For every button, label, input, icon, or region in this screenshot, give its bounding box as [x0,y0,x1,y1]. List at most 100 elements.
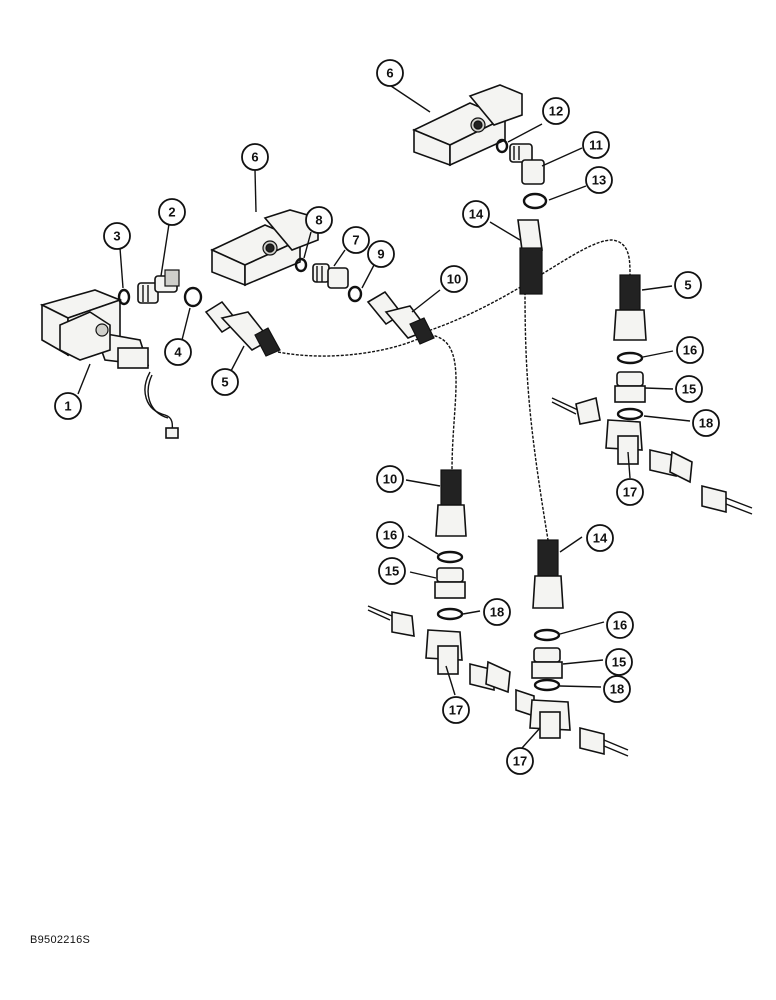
callout-number: 5 [221,375,228,390]
hose-10-main [429,334,457,471]
callout-number: 17 [513,754,527,769]
callout-circle [376,465,404,493]
callout-c7: 7 [342,226,370,254]
callout-number: 16 [613,618,627,633]
callout-c11: 11 [582,131,610,159]
callout-circle [586,524,614,552]
callout-circle [603,675,631,703]
o-ring-part-3 [117,288,131,306]
o-ring-part-18-lower [533,678,561,692]
callout-leaders [77,85,691,749]
callout-circle [376,59,404,87]
callout-c5a: 5 [211,368,239,396]
elbow-fitting-part-11 [509,143,545,185]
o-ring-part-12 [495,138,509,154]
callout-c18c: 18 [603,675,631,703]
callout-c10a: 10 [440,265,468,293]
hose-end-part-5-right [613,274,647,341]
callout-c4: 4 [164,338,192,366]
o-ring-part-8 [294,257,308,273]
o-ring-part-18-middle [436,607,464,621]
callout-c16c: 16 [606,611,634,639]
callout-c15a: 15 [675,375,703,403]
callout-c8: 8 [305,206,333,234]
hose-5-left [277,337,421,357]
manifold-block-part-6-left [210,209,319,287]
hose-10-to-5-right [424,239,631,333]
callout-number: 2 [168,205,175,220]
callout-number: 4 [174,345,182,360]
callout-number: 15 [385,564,399,579]
callout-c16b: 16 [376,521,404,549]
callout-circle [585,166,613,194]
callout-circle [676,336,704,364]
callout-circle [462,200,490,228]
callout-c18b: 18 [483,598,511,626]
connector-part-7 [312,263,349,289]
callout-c2: 2 [158,198,186,226]
callout-c5b: 5 [674,271,702,299]
hose-end-part-5-left [204,300,281,357]
adapter-part-15-lower [531,647,563,679]
callout-circle [367,240,395,268]
callout-circle [376,521,404,549]
callout-number: 11 [589,138,603,153]
solenoid-valve-part-1 [39,289,179,439]
o-ring-part-13 [522,192,548,210]
callout-number: 18 [610,682,624,697]
callout-circle [506,747,534,775]
callout-number: 15 [682,382,696,397]
callout-number: 7 [352,233,359,248]
o-ring-part-16-middle [436,550,464,564]
callout-number: 16 [383,528,397,543]
callout-c1: 1 [54,392,82,420]
callout-c15c: 15 [605,648,633,676]
callout-circle [606,611,634,639]
callout-circle [440,265,468,293]
elbow-fitting-part-2 [137,269,180,304]
o-ring-part-9 [347,285,363,303]
callout-c12: 12 [542,97,570,125]
callout-c3: 3 [103,222,131,250]
tee-fitting-part-17-right [551,396,753,515]
callout-c10b: 10 [376,465,404,493]
adapter-part-15-middle [434,567,466,599]
o-ring-part-18-right [616,407,644,421]
callout-number: 15 [612,655,626,670]
callout-number: 9 [377,247,384,262]
callout-number: 5 [684,278,691,293]
callout-number: 14 [593,531,608,546]
figure-id-caption: B9502216S [30,934,91,946]
hose-end-part-10-lower [435,469,467,537]
callout-number: 1 [64,399,71,414]
hose-end-part-14-lower [532,539,564,609]
callout-number: 18 [490,605,504,620]
callout-number: 6 [251,150,258,165]
callout-number: 6 [386,66,393,81]
callout-circle [164,338,192,366]
callout-circle [54,392,82,420]
callout-c6a: 6 [241,143,269,171]
callout-number: 3 [113,229,120,244]
callout-c13: 13 [585,166,613,194]
callout-number: 17 [449,703,463,718]
callout-c6b: 6 [376,59,404,87]
callout-number: 10 [447,272,461,287]
callout-c17a: 17 [616,478,644,506]
callout-number: 8 [315,213,322,228]
callout-c17b: 17 [442,696,470,724]
manifold-block-part-6-right [412,84,523,167]
callout-circle [241,143,269,171]
tee-fitting-part-17-middle [367,605,511,694]
callout-number: 18 [699,416,713,431]
adapter-part-15-right [614,371,646,403]
o-ring-part-4 [183,286,203,308]
hose-end-part-10-top [366,290,435,345]
callout-c15b: 15 [378,557,406,585]
hose-end-part-14-top [517,219,543,295]
callout-c9: 9 [367,240,395,268]
callout-circle [211,368,239,396]
callout-circle [616,478,644,506]
callout-circle [582,131,610,159]
